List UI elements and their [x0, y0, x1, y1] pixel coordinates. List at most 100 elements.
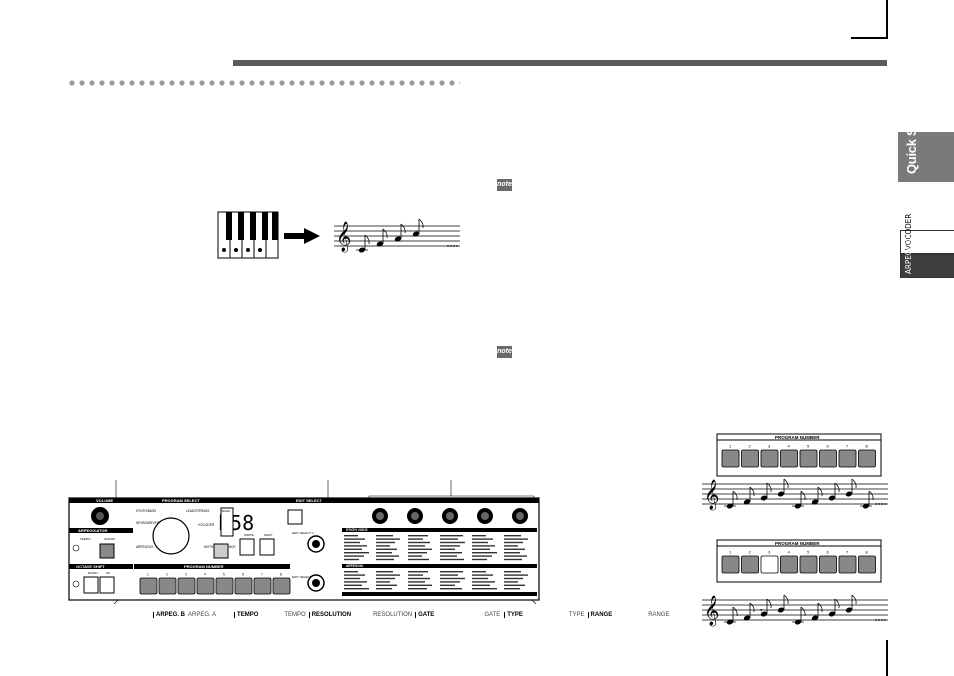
dot	[109, 80, 115, 86]
tab-quick-start[interactable]: Quick Start	[898, 108, 954, 182]
note-mark	[811, 602, 823, 621]
program-number-pad[interactable]	[858, 449, 876, 468]
program-number-label: 2	[749, 550, 752, 555]
program-number-pad[interactable]	[139, 577, 158, 595]
program-number-pad[interactable]	[819, 449, 837, 468]
program-number-label: 7	[261, 573, 263, 577]
panel-bottom-label: ARPEG. B	[153, 612, 185, 618]
program-number-pad[interactable]	[838, 449, 857, 468]
note-mark	[412, 218, 424, 237]
panel-bottom-label: TYPE	[568, 612, 585, 618]
program-number-pad[interactable]	[196, 577, 215, 595]
panel-edit-select-1-label: EDIT SELECT 1	[292, 531, 314, 535]
dot	[369, 80, 375, 86]
front-panel-illustration: VOLUME PROGRAM SELECT EDIT SELECT ARPEGG…	[68, 480, 540, 605]
panel-bottom-label: TEMPO	[284, 612, 306, 618]
program-number-label: 7	[846, 550, 849, 555]
panel-synth-bass-label: SYNTH/BASS	[136, 509, 156, 513]
dot	[419, 80, 425, 86]
note-mark	[760, 598, 772, 617]
dot	[139, 80, 145, 86]
program-number-pad[interactable]	[799, 555, 818, 574]
dot	[179, 80, 185, 86]
program-number-pad[interactable]	[234, 577, 253, 595]
note-mark	[792, 606, 806, 625]
dot	[409, 80, 415, 86]
knob-label: EG ATTACK	[440, 500, 459, 504]
dot	[329, 80, 335, 86]
program-number-label: 8	[866, 444, 869, 449]
program-number-pad[interactable]	[760, 449, 779, 468]
dot	[299, 80, 305, 86]
dot	[289, 80, 295, 86]
dot	[439, 80, 445, 86]
note-mark	[376, 228, 388, 247]
note-mark	[760, 482, 772, 501]
dot	[239, 80, 245, 86]
program-number-label: 4	[204, 573, 206, 577]
program-number-label: 6	[827, 550, 830, 555]
tab-arpeggio-label: ARPEGGIO	[904, 236, 913, 274]
program-number-pad[interactable]	[741, 449, 759, 468]
program-number-pad[interactable]	[272, 577, 291, 595]
dot	[309, 80, 315, 86]
dot	[449, 80, 455, 86]
panel-bottom-label: RANGE	[587, 612, 612, 618]
tab-arpeggio[interactable]: ARPEGGIO	[900, 236, 954, 278]
panel-lead-strings-label: LEAD/STRINGS	[186, 509, 209, 513]
panel-bottom-label: GATE	[484, 612, 501, 618]
program-number-pad[interactable]	[158, 577, 177, 595]
program-number-pad[interactable]	[858, 555, 876, 574]
program-number-pad[interactable]	[721, 449, 740, 468]
dot	[99, 80, 105, 86]
program-number-pad[interactable]	[760, 555, 779, 574]
note-mark	[743, 602, 755, 621]
program-number-pad[interactable]	[177, 577, 196, 595]
program-number-pad[interactable]	[741, 555, 759, 574]
program-number-pad[interactable]	[780, 449, 798, 468]
program-number-pad[interactable]	[215, 577, 234, 595]
panel-bottom-label: RESOLUTION	[308, 612, 351, 618]
note-mark	[828, 482, 840, 501]
program-number-label: 5	[807, 444, 810, 449]
program-number-pad[interactable]	[780, 555, 798, 574]
program-number-pad[interactable]	[799, 449, 818, 468]
program-number-pad[interactable]	[819, 555, 837, 574]
panel-down-label: DOWN	[88, 571, 98, 575]
note-mark	[845, 594, 857, 613]
dot	[159, 80, 165, 86]
dot	[209, 80, 215, 86]
tab-vocoder[interactable]: VOCODER	[900, 214, 954, 254]
panel-program-number-label: PROGRAM NUMBER	[184, 564, 224, 569]
panel-edit-select-label: EDIT SELECT	[296, 498, 323, 503]
program-number-pad[interactable]	[253, 577, 272, 595]
program-select-dial	[152, 517, 190, 555]
panel-onoff-label: ON/OFF	[104, 537, 115, 541]
program-number-label: 4	[788, 444, 791, 449]
program-number-label: 5	[807, 550, 810, 555]
note-mark	[845, 478, 857, 497]
program-number-pad[interactable]	[838, 555, 857, 574]
note-mark	[828, 598, 840, 617]
note-mark	[356, 234, 370, 253]
knob-label: CUTOFF	[370, 500, 383, 504]
knob-label: RESONANCE	[405, 500, 425, 504]
dot	[259, 80, 265, 86]
dot	[279, 80, 285, 86]
knob-label: EG RELEASE	[475, 500, 496, 504]
panel-tempo-small: TEMPO	[80, 537, 91, 541]
program-number-label: 6	[827, 444, 830, 449]
panel-bottom-label: TYPE	[504, 612, 523, 618]
dot	[359, 80, 365, 86]
dot	[79, 80, 85, 86]
program-number-pad[interactable]	[721, 555, 740, 574]
panel-bottom-label: ARPEG. A	[188, 612, 217, 618]
note-mark	[777, 478, 789, 497]
note-mark	[394, 223, 406, 242]
program-number-label: 1	[147, 573, 149, 577]
panel-program-select-label: PROGRAM SELECT	[162, 498, 200, 503]
panel-arpeggio-section-label: ARPEGGIO	[346, 564, 364, 568]
panel-volume-label: VOLUME	[96, 498, 113, 503]
dot	[249, 80, 255, 86]
keyboard-to-notes-illustration: 𝄞	[217, 211, 460, 259]
